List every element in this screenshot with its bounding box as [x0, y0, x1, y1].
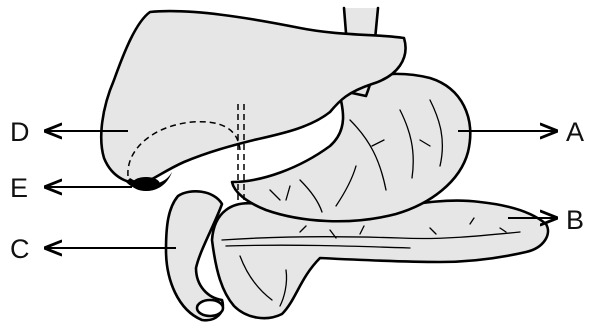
label-d: D: [10, 117, 30, 147]
label-c: C: [10, 234, 30, 264]
label-b: B: [566, 205, 584, 235]
label-a: A: [566, 117, 584, 147]
label-e: E: [10, 173, 28, 203]
